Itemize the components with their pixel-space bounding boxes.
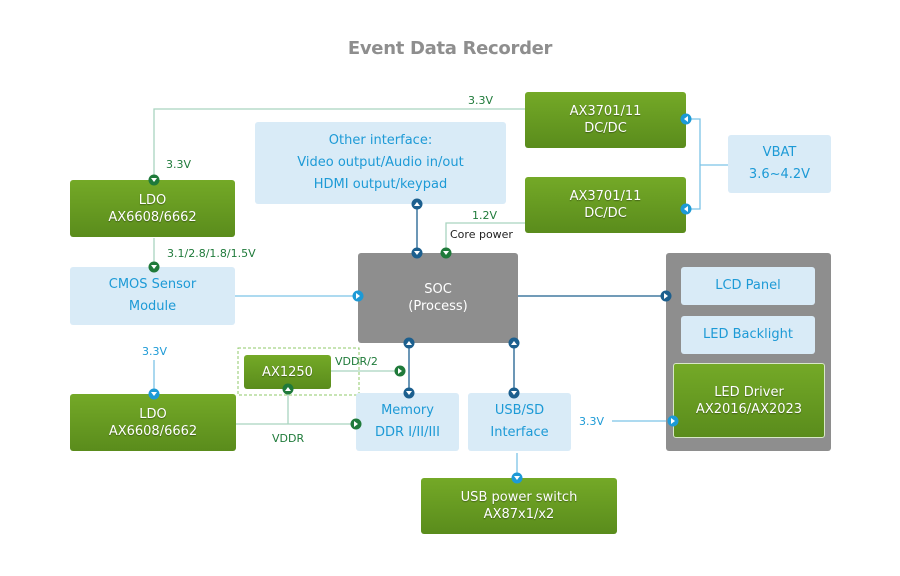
label-3v3-led: 3.3V — [579, 415, 605, 428]
diagram-title: Event Data Recorder — [347, 38, 553, 59]
memory-line2: DDR I/II/III — [375, 425, 440, 440]
vbat-line1: VBAT — [762, 145, 797, 160]
port-soc-usb-icon — [508, 337, 520, 349]
usb-sd-block[interactable]: USB/SD Interface — [468, 393, 571, 451]
label-3v3-ldo-bottom: 3.3V — [142, 345, 168, 358]
soc-line1: SOC — [424, 282, 452, 297]
ddr-power-group-outline — [237, 347, 360, 396]
port-lcd-in-icon — [660, 290, 672, 302]
cmos-line1: CMOS Sensor — [108, 277, 197, 292]
ldo-bottom-block[interactable]: LDO AX6608/6662 — [70, 394, 236, 451]
memory-block[interactable]: Memory DDR I/II/III — [356, 393, 459, 451]
led-driver-line2: AX2016/AX2023 — [695, 401, 803, 417]
port-ax1250-in-icon — [282, 383, 294, 395]
soc-block[interactable]: SOC (Process) — [358, 253, 518, 343]
port-memory-in-icon — [403, 387, 415, 399]
lcd-panel-block[interactable]: LCD Panel — [681, 267, 815, 305]
label-core-power: Core power — [450, 228, 513, 241]
vbat-block[interactable]: VBAT 3.6~4.2V — [728, 135, 831, 193]
label-vddr-half: VDDR/2 — [335, 355, 378, 368]
soc-line2: (Process) — [408, 299, 468, 314]
port-soc-cmos-in-icon — [352, 290, 364, 302]
dcdc-top-block[interactable]: AX3701/11 DC/DC — [525, 92, 686, 148]
ldo-top-line2: AX6608/6662 — [108, 209, 197, 225]
port-vddr-half-icon — [394, 365, 406, 377]
port-dcdc-bottom-in-icon — [680, 203, 692, 215]
dcdc-bottom-line1: AX3701/11 — [569, 189, 642, 204]
led-driver-line1: LED Driver — [714, 384, 784, 400]
other-interface-line1: Other interface: — [328, 133, 433, 148]
port-dcdc-top-in-icon — [680, 113, 692, 125]
port-memory-vddr-icon — [350, 418, 362, 430]
port-other-interface-icon — [411, 198, 423, 210]
vbat-line2: 3.6~4.2V — [748, 167, 811, 182]
wire-core-power — [445, 222, 525, 253]
other-interface-line3: HDMI output/keypad — [313, 177, 448, 192]
port-ldo-top-in-icon — [148, 174, 160, 186]
port-soc-top-blue-icon — [411, 247, 423, 259]
label-3v3-ldo: 3.3V — [166, 158, 192, 171]
cmos-sensor-block[interactable]: CMOS Sensor Module — [70, 267, 235, 325]
usb-sd-line1: USB/SD — [494, 403, 545, 418]
dcdc-bottom-block[interactable]: AX3701/11 DC/DC — [525, 177, 686, 233]
port-led-driver-in-icon — [667, 415, 679, 427]
memory-line1: Memory — [381, 403, 434, 418]
ldo-bottom-line2: AX6608/6662 — [108, 423, 198, 439]
label-vddr: VDDR — [272, 432, 305, 445]
ldo-top-block[interactable]: LDO AX6608/6662 — [70, 180, 235, 237]
usb-switch-line1: USB power switch — [460, 490, 578, 505]
other-interface-line2: Video output/Audio in/out — [297, 155, 464, 170]
usb-sd-line2: Interface — [490, 425, 549, 440]
dcdc-bottom-line2: DC/DC — [584, 206, 627, 221]
usb-power-switch-block[interactable]: USB power switch AX87x1/x2 — [421, 478, 617, 534]
cmos-line2: Module — [128, 299, 177, 314]
led-backlight-block[interactable]: LED Backlight — [681, 316, 815, 354]
wire-dcdc-to-ldo — [153, 108, 525, 180]
ax1250-label: AX1250 — [262, 364, 313, 380]
ax1250-block[interactable]: AX1250 — [244, 355, 331, 389]
usb-switch-line2: AX87x1/x2 — [483, 507, 555, 522]
port-cmos-in-icon — [148, 261, 160, 273]
ldo-top-line1: LDO — [138, 192, 167, 208]
ldo-bottom-line1: LDO — [139, 406, 167, 422]
port-ldo-bottom-in-icon — [148, 388, 160, 400]
port-usb-in-icon — [508, 387, 520, 399]
label-cmos-voltages: 3.1/2.8/1.8/1.5V — [167, 247, 256, 260]
port-soc-memory-icon — [403, 337, 415, 349]
other-interface-block[interactable]: Other interface: Video output/Audio in/o… — [255, 122, 506, 204]
dcdc-top-line2: DC/DC — [584, 121, 627, 136]
led-backlight-label: LED Backlight — [703, 327, 793, 342]
label-3v3-top: 3.3V — [468, 94, 494, 107]
label-1v2: 1.2V — [472, 209, 498, 222]
port-soc-core-power-icon — [440, 247, 452, 259]
wire-vbat — [686, 118, 728, 210]
port-usb-switch-in-icon — [511, 472, 523, 484]
lcd-panel-label: LCD Panel — [715, 278, 781, 293]
led-driver-block[interactable]: LED Driver AX2016/AX2023 — [673, 363, 825, 438]
dcdc-top-line1: AX3701/11 — [569, 104, 642, 119]
